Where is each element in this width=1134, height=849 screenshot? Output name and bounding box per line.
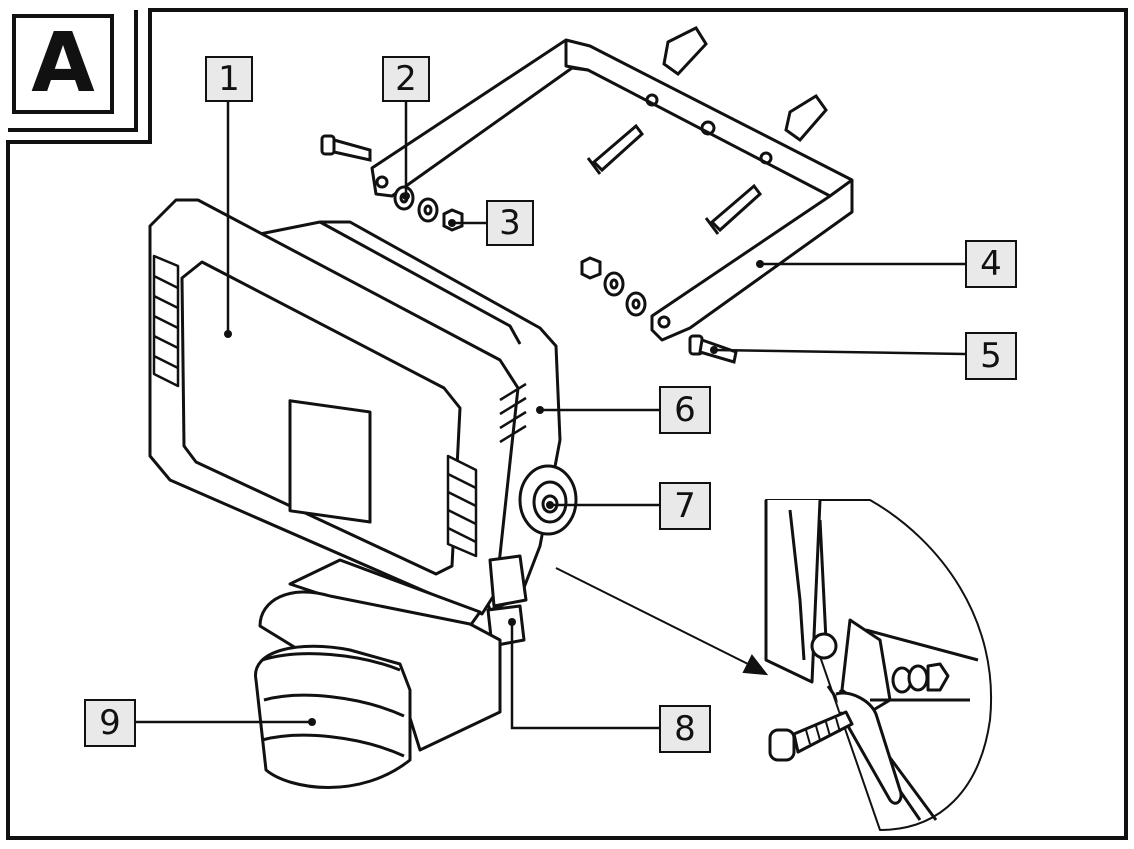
bolt bbox=[320, 134, 738, 364]
callout-6: 6 bbox=[659, 386, 711, 434]
section-label: A bbox=[12, 14, 114, 114]
callout-1: 1 bbox=[205, 56, 253, 102]
callout-4: 4 bbox=[965, 240, 1017, 288]
leader-lines bbox=[136, 100, 966, 730]
mounting-bracket bbox=[370, 38, 854, 342]
motion-sensor bbox=[254, 558, 502, 789]
leader-dots bbox=[224, 192, 764, 726]
callout-2: 2 bbox=[382, 56, 430, 102]
mounting-screw bbox=[586, 123, 763, 235]
callout-7: 7 bbox=[659, 482, 711, 530]
callout-3: 3 bbox=[486, 200, 534, 246]
callout-9: 9 bbox=[84, 699, 136, 747]
badge-notch bbox=[8, 10, 138, 132]
detail-inset bbox=[764, 499, 993, 831]
detail-arrow bbox=[555, 567, 769, 676]
callout-8: 8 bbox=[659, 705, 711, 753]
outer-frame bbox=[6, 8, 1128, 840]
floodlight-housing bbox=[148, 198, 578, 648]
wall-anchor bbox=[662, 26, 828, 143]
callout-5: 5 bbox=[965, 332, 1017, 380]
